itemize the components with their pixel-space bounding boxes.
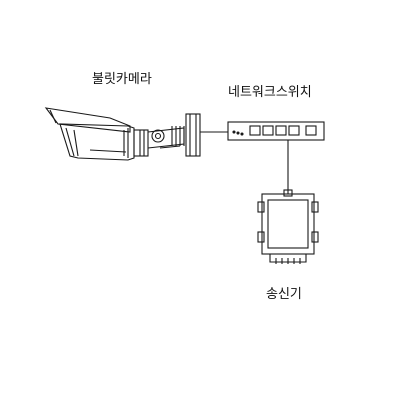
network-switch-icon — [227, 121, 325, 141]
switch-label: 네트워크스위치 — [228, 85, 312, 100]
transmitter-label: 송신기 — [266, 287, 302, 302]
camera-label: 불릿카메라 — [92, 72, 152, 87]
transmitter-icon — [257, 189, 319, 264]
bullet-camera-icon — [44, 107, 201, 161]
